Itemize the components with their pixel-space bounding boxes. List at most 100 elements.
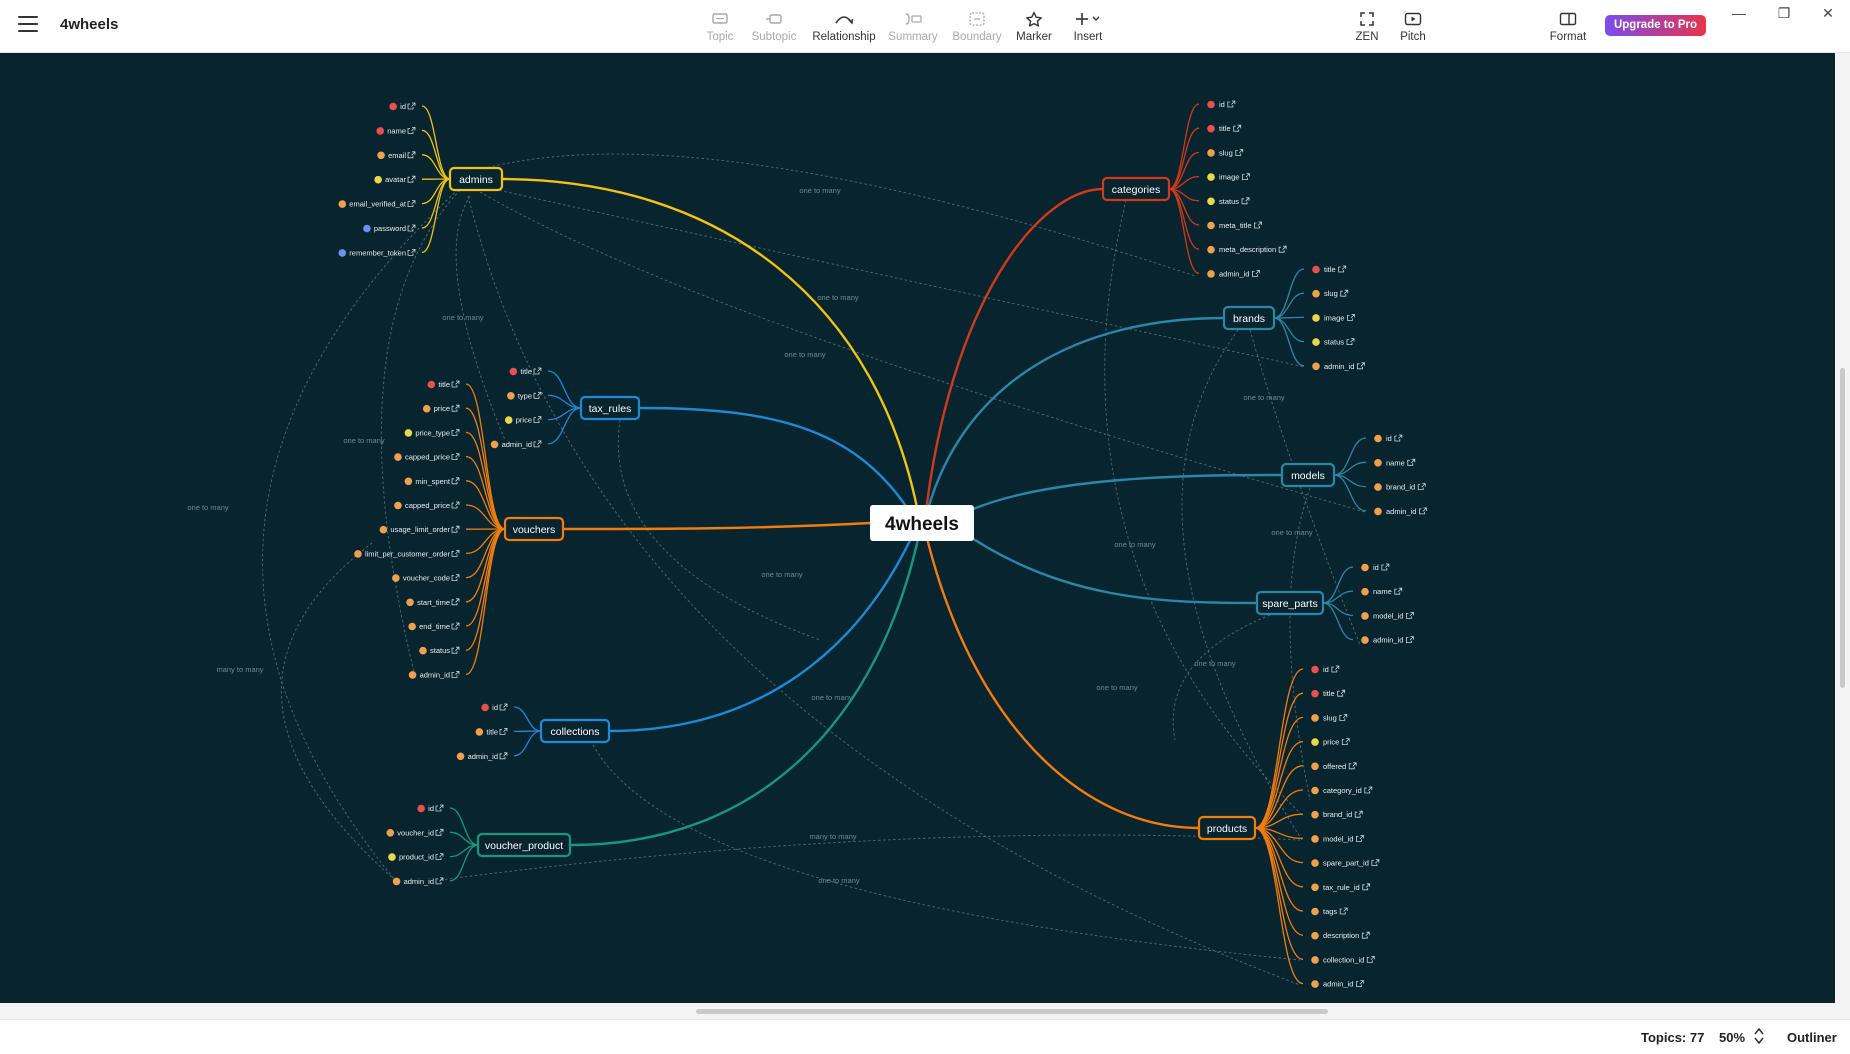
priority-marker-icon [1311,763,1319,771]
relationship-button[interactable]: Relationship [810,8,878,48]
hyperlink-icon [452,454,459,460]
hyperlink-icon [534,441,541,447]
priority-marker-icon [1312,290,1320,298]
spare_parts-branch-line [960,530,1257,603]
priority-high-icon [1207,125,1215,133]
priority-marker-icon [423,405,431,413]
admins-branch-line [503,179,920,523]
marker-button[interactable]: Marker [1014,8,1054,48]
hyperlink-icon [452,671,459,677]
field-label: email_verified_at [349,200,407,209]
hyperlink-icon [452,405,459,411]
hyperlink-icon [1349,763,1356,769]
priority-high-icon [510,368,518,376]
field-connector [466,529,505,674]
field-label: password [374,224,406,233]
field-label: capped_price [405,501,450,510]
field-label: id [1219,100,1225,109]
field-connector [1274,318,1304,342]
priority-marker-icon [1374,483,1382,491]
field-label: title [520,367,532,376]
field-connector [466,529,505,578]
maximize-icon[interactable]: ❐ [1771,3,1797,23]
summary-button[interactable]: Summary [888,8,938,48]
priority-marker-icon [1361,612,1369,620]
minimize-icon[interactable]: — [1726,3,1752,23]
hyperlink-icon [1355,811,1362,817]
hyperlink-icon [1332,666,1339,672]
admins-topic-label: admins [459,174,493,186]
priority-marker-icon [392,574,400,582]
priority-marker-icon [1207,198,1215,206]
hyperlink-icon [1279,246,1286,252]
relationship-label: one to many [784,350,826,359]
field-label: status [1219,197,1239,206]
relationship-line [281,543,395,880]
field-label: image [1219,173,1239,182]
field-connector [1255,828,1303,984]
insert-button[interactable]: Insert [1068,8,1108,48]
relationship-label: one to many [343,436,385,445]
field-label: limit_per_customer_order [365,549,451,558]
hyperlink-icon [1341,290,1348,296]
priority-high-icon [481,704,489,712]
outliner-button[interactable]: Outliner [1787,1030,1837,1045]
priority-marker-icon [1311,980,1319,988]
field-label: type [518,391,532,400]
hamburger-menu-icon[interactable] [18,16,38,34]
hyperlink-icon [408,152,415,158]
horizontal-scrollbar-thumb[interactable] [696,1009,1328,1014]
zen-icon [1352,8,1382,30]
field-label: slug [1219,148,1233,157]
hyperlink-icon [1242,198,1249,204]
field-label: title [1323,689,1335,698]
voucher_product-branch-line [571,530,920,845]
field-connector [1255,717,1303,828]
upgrade-to-pro-button[interactable]: Upgrade to Pro [1605,15,1706,36]
pitch-button[interactable]: Pitch [1397,8,1429,48]
field-label: end_time [419,622,450,631]
priority-marker-icon [1207,149,1215,157]
boundary-button[interactable]: Boundary [951,8,1003,48]
vouchers-branch-line [564,523,870,529]
priority-marker-icon [1311,956,1319,964]
vertical-scrollbar-thumb[interactable] [1840,368,1845,688]
hyperlink-icon [1234,125,1241,131]
subtopic-button[interactable]: Subtopic [749,8,799,48]
field-label: id [492,703,498,712]
hyperlink-icon [1242,174,1249,180]
hyperlink-icon [408,249,415,255]
priority-marker-icon [1207,270,1215,278]
hyperlink-icon [1340,714,1347,720]
brands-topic-label: brands [1233,313,1265,325]
priority-marker-icon [394,502,402,510]
zen-button[interactable]: ZEN [1352,8,1382,48]
topics-count: Topics: 77 [1641,1030,1704,1045]
field-connector [1274,317,1304,318]
hyperlink-icon [452,478,459,484]
field-label: id [1386,434,1392,443]
models-topic-label: models [1291,470,1325,482]
field-label: title [486,727,498,736]
relationship-line [480,186,1305,367]
relationship-label: one to many [817,293,859,302]
topic-button[interactable]: Topic [700,8,740,48]
field-label: model_id [1323,834,1353,843]
field-connector [466,408,505,529]
field-label: admin_id [502,440,532,449]
format-button[interactable]: Format [1549,8,1587,48]
field-label: admin_id [1219,269,1249,278]
tax_rules-topic-label: tax_rules [589,403,632,415]
priority-marker-icon [338,249,346,257]
zoom-stepper-icon[interactable] [1753,1026,1765,1046]
close-icon[interactable]: ✕ [1815,3,1841,23]
field-label: description [1323,931,1359,940]
zoom-level[interactable]: 50% [1719,1030,1745,1045]
relationship-line [1173,615,1270,740]
hyperlink-icon [534,392,541,398]
hyperlink-icon [436,854,443,860]
relationship-line [478,154,1195,276]
